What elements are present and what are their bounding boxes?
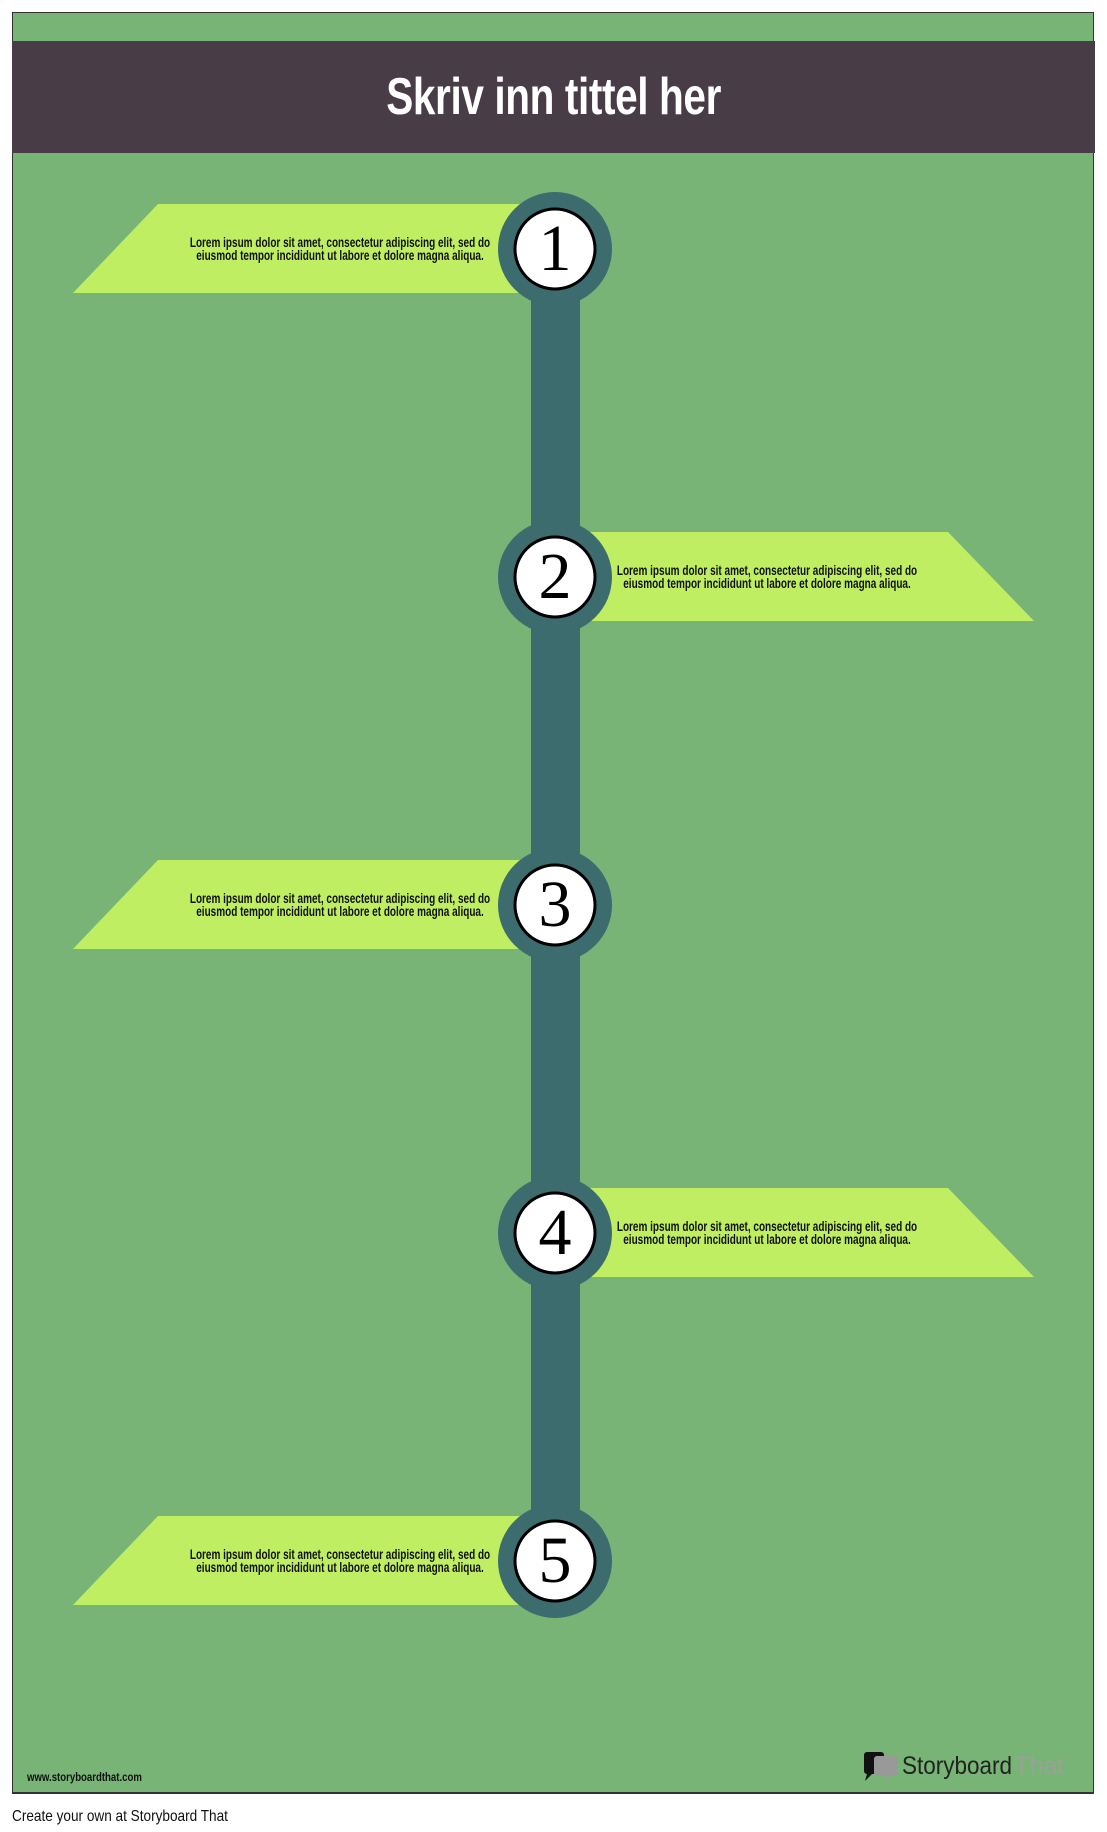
storyboardthat-logo: Storyboard That: [862, 1750, 1064, 1782]
step-text-line: Lorem ipsum dolor sit amet, consectetur …: [189, 235, 491, 250]
step-text-4[interactable]: Lorem ipsum dolor sit amet, consectetur …: [612, 1219, 923, 1247]
step-number-3: 3: [538, 868, 572, 941]
step-text-line: eiusmod tempor incididunt ut labore et d…: [196, 1560, 484, 1575]
step-text-line: Lorem ipsum dolor sit amet, consectetur …: [189, 1547, 491, 1562]
step-text-line: eiusmod tempor incididunt ut labore et d…: [623, 1232, 911, 1247]
page-title[interactable]: Skriv inn tittel her: [386, 68, 721, 126]
step-circle-2: [513, 535, 597, 619]
step-text-line: eiusmod tempor incididunt ut labore et d…: [196, 904, 484, 919]
step-circle-1: [513, 207, 597, 291]
logo-text-storyboard: Storyboard: [902, 1751, 1013, 1780]
footer-url: www.storyboardthat.com: [27, 1770, 142, 1784]
step-number-5: 5: [538, 1524, 572, 1597]
speech-bubble-icon: [864, 1752, 898, 1781]
banner-3: [73, 860, 530, 949]
step-circle-5: [513, 1519, 597, 1603]
step-text-line: Lorem ipsum dolor sit amet, consectetur …: [616, 563, 918, 578]
create-your-own-link[interactable]: Create your own at Storyboard That: [12, 1808, 228, 1825]
step-text-3[interactable]: Lorem ipsum dolor sit amet, consectetur …: [185, 891, 496, 919]
title-bar: Skriv inn tittel her: [12, 41, 1095, 153]
step-number-2: 2: [538, 540, 572, 613]
logo-text-that: That: [1014, 1751, 1065, 1780]
step-text-5[interactable]: Lorem ipsum dolor sit amet, consectetur …: [185, 1547, 496, 1575]
step-text-line: eiusmod tempor incididunt ut labore et d…: [623, 576, 911, 591]
banner-4: [580, 1188, 1034, 1277]
step-text-line: Lorem ipsum dolor sit amet, consectetur …: [616, 1219, 918, 1234]
step-text-2[interactable]: Lorem ipsum dolor sit amet, consectetur …: [612, 563, 923, 591]
step-number-1: 1: [538, 212, 572, 285]
step-text-line: eiusmod tempor incididunt ut labore et d…: [196, 248, 484, 263]
banner-2: [580, 532, 1034, 621]
step-circle-3: [513, 863, 597, 947]
step-circle-4: [513, 1191, 597, 1275]
banner-5: [73, 1516, 530, 1605]
step-number-4: 4: [538, 1196, 572, 1269]
banner-1: [73, 204, 530, 293]
step-text-1[interactable]: Lorem ipsum dolor sit amet, consectetur …: [185, 235, 496, 263]
step-text-line: Lorem ipsum dolor sit amet, consectetur …: [189, 891, 491, 906]
